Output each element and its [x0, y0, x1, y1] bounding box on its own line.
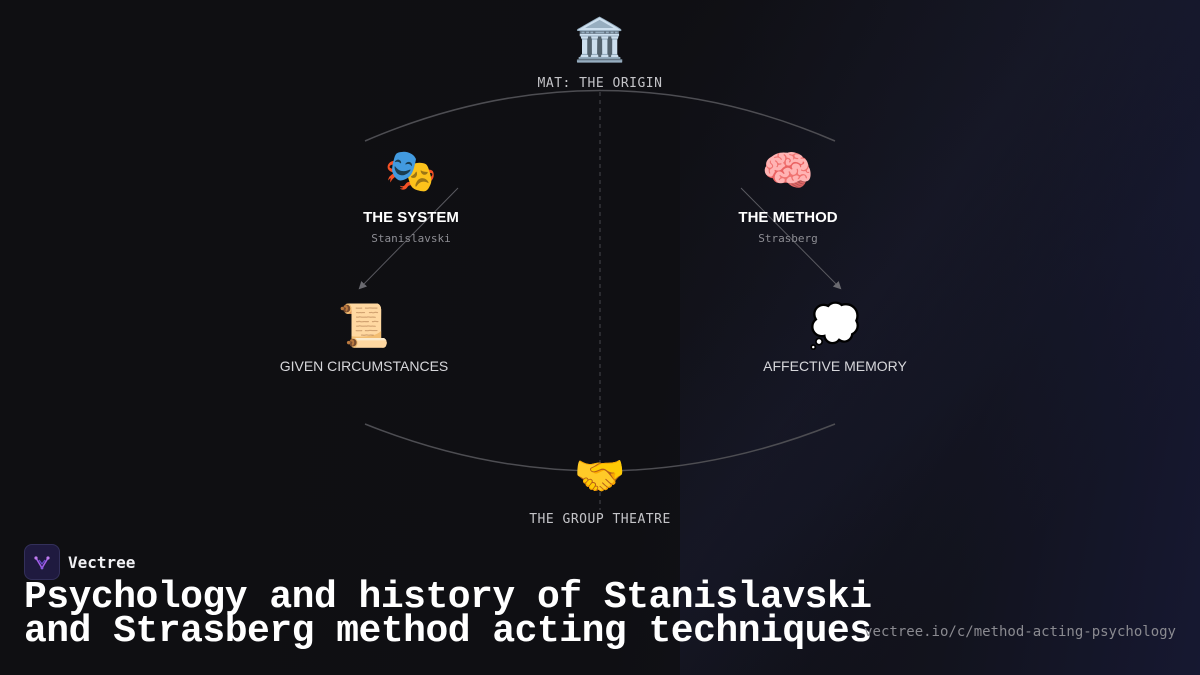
given-label: GIVEN CIRCUMSTANCES	[279, 358, 449, 374]
method-subtitle: Strasberg	[758, 232, 818, 245]
source-url[interactable]: vectree.io/c/method-acting-psychology	[864, 624, 1176, 640]
node-affective-memory: 💭 AFFECTIVE MEMORY	[763, 301, 907, 375]
handshake-icon: 🤝	[573, 451, 627, 500]
scroll-icon: 📜	[337, 301, 391, 350]
method-title: THE METHOD	[738, 209, 838, 226]
node-method: 🧠 THE METHOD Strasberg	[738, 146, 838, 246]
top-arc	[364, 89, 836, 142]
title-line-1: Psychology and history of Stanislavski	[24, 576, 872, 619]
method-to-affective-arrow	[740, 187, 842, 290]
node-given-circumstances: 📜 GIVEN CIRCUMSTANCES	[279, 301, 449, 375]
thought-balloon-icon: 💭	[808, 301, 862, 350]
page-title: Psychology and history of Stanislavski a…	[24, 576, 872, 653]
system-to-given-arrow	[358, 187, 459, 290]
system-subtitle: Stanislavski	[371, 232, 451, 245]
performing-arts-icon: 🎭	[384, 146, 438, 195]
brain-icon: 🧠	[761, 146, 815, 195]
classical-building-icon: 🏛️	[573, 15, 627, 64]
node-group-theatre: 🤝 THE GROUP THEATRE	[529, 451, 671, 528]
system-title: THE SYSTEM	[363, 209, 459, 226]
brand-name: Vectree	[68, 552, 136, 572]
origin-label: MAT: THE ORIGIN	[537, 76, 663, 91]
title-line-2: and Strasberg method acting techniques	[24, 610, 872, 653]
group-label: THE GROUP THEATRE	[529, 512, 671, 527]
node-origin: 🏛️ MAT: THE ORIGIN	[537, 15, 663, 92]
node-system: 🎭 THE SYSTEM Stanislavski	[363, 146, 459, 246]
brand[interactable]: Vectree	[24, 544, 135, 580]
affective-label: AFFECTIVE MEMORY	[763, 358, 907, 374]
vectree-logo-icon	[24, 544, 60, 580]
